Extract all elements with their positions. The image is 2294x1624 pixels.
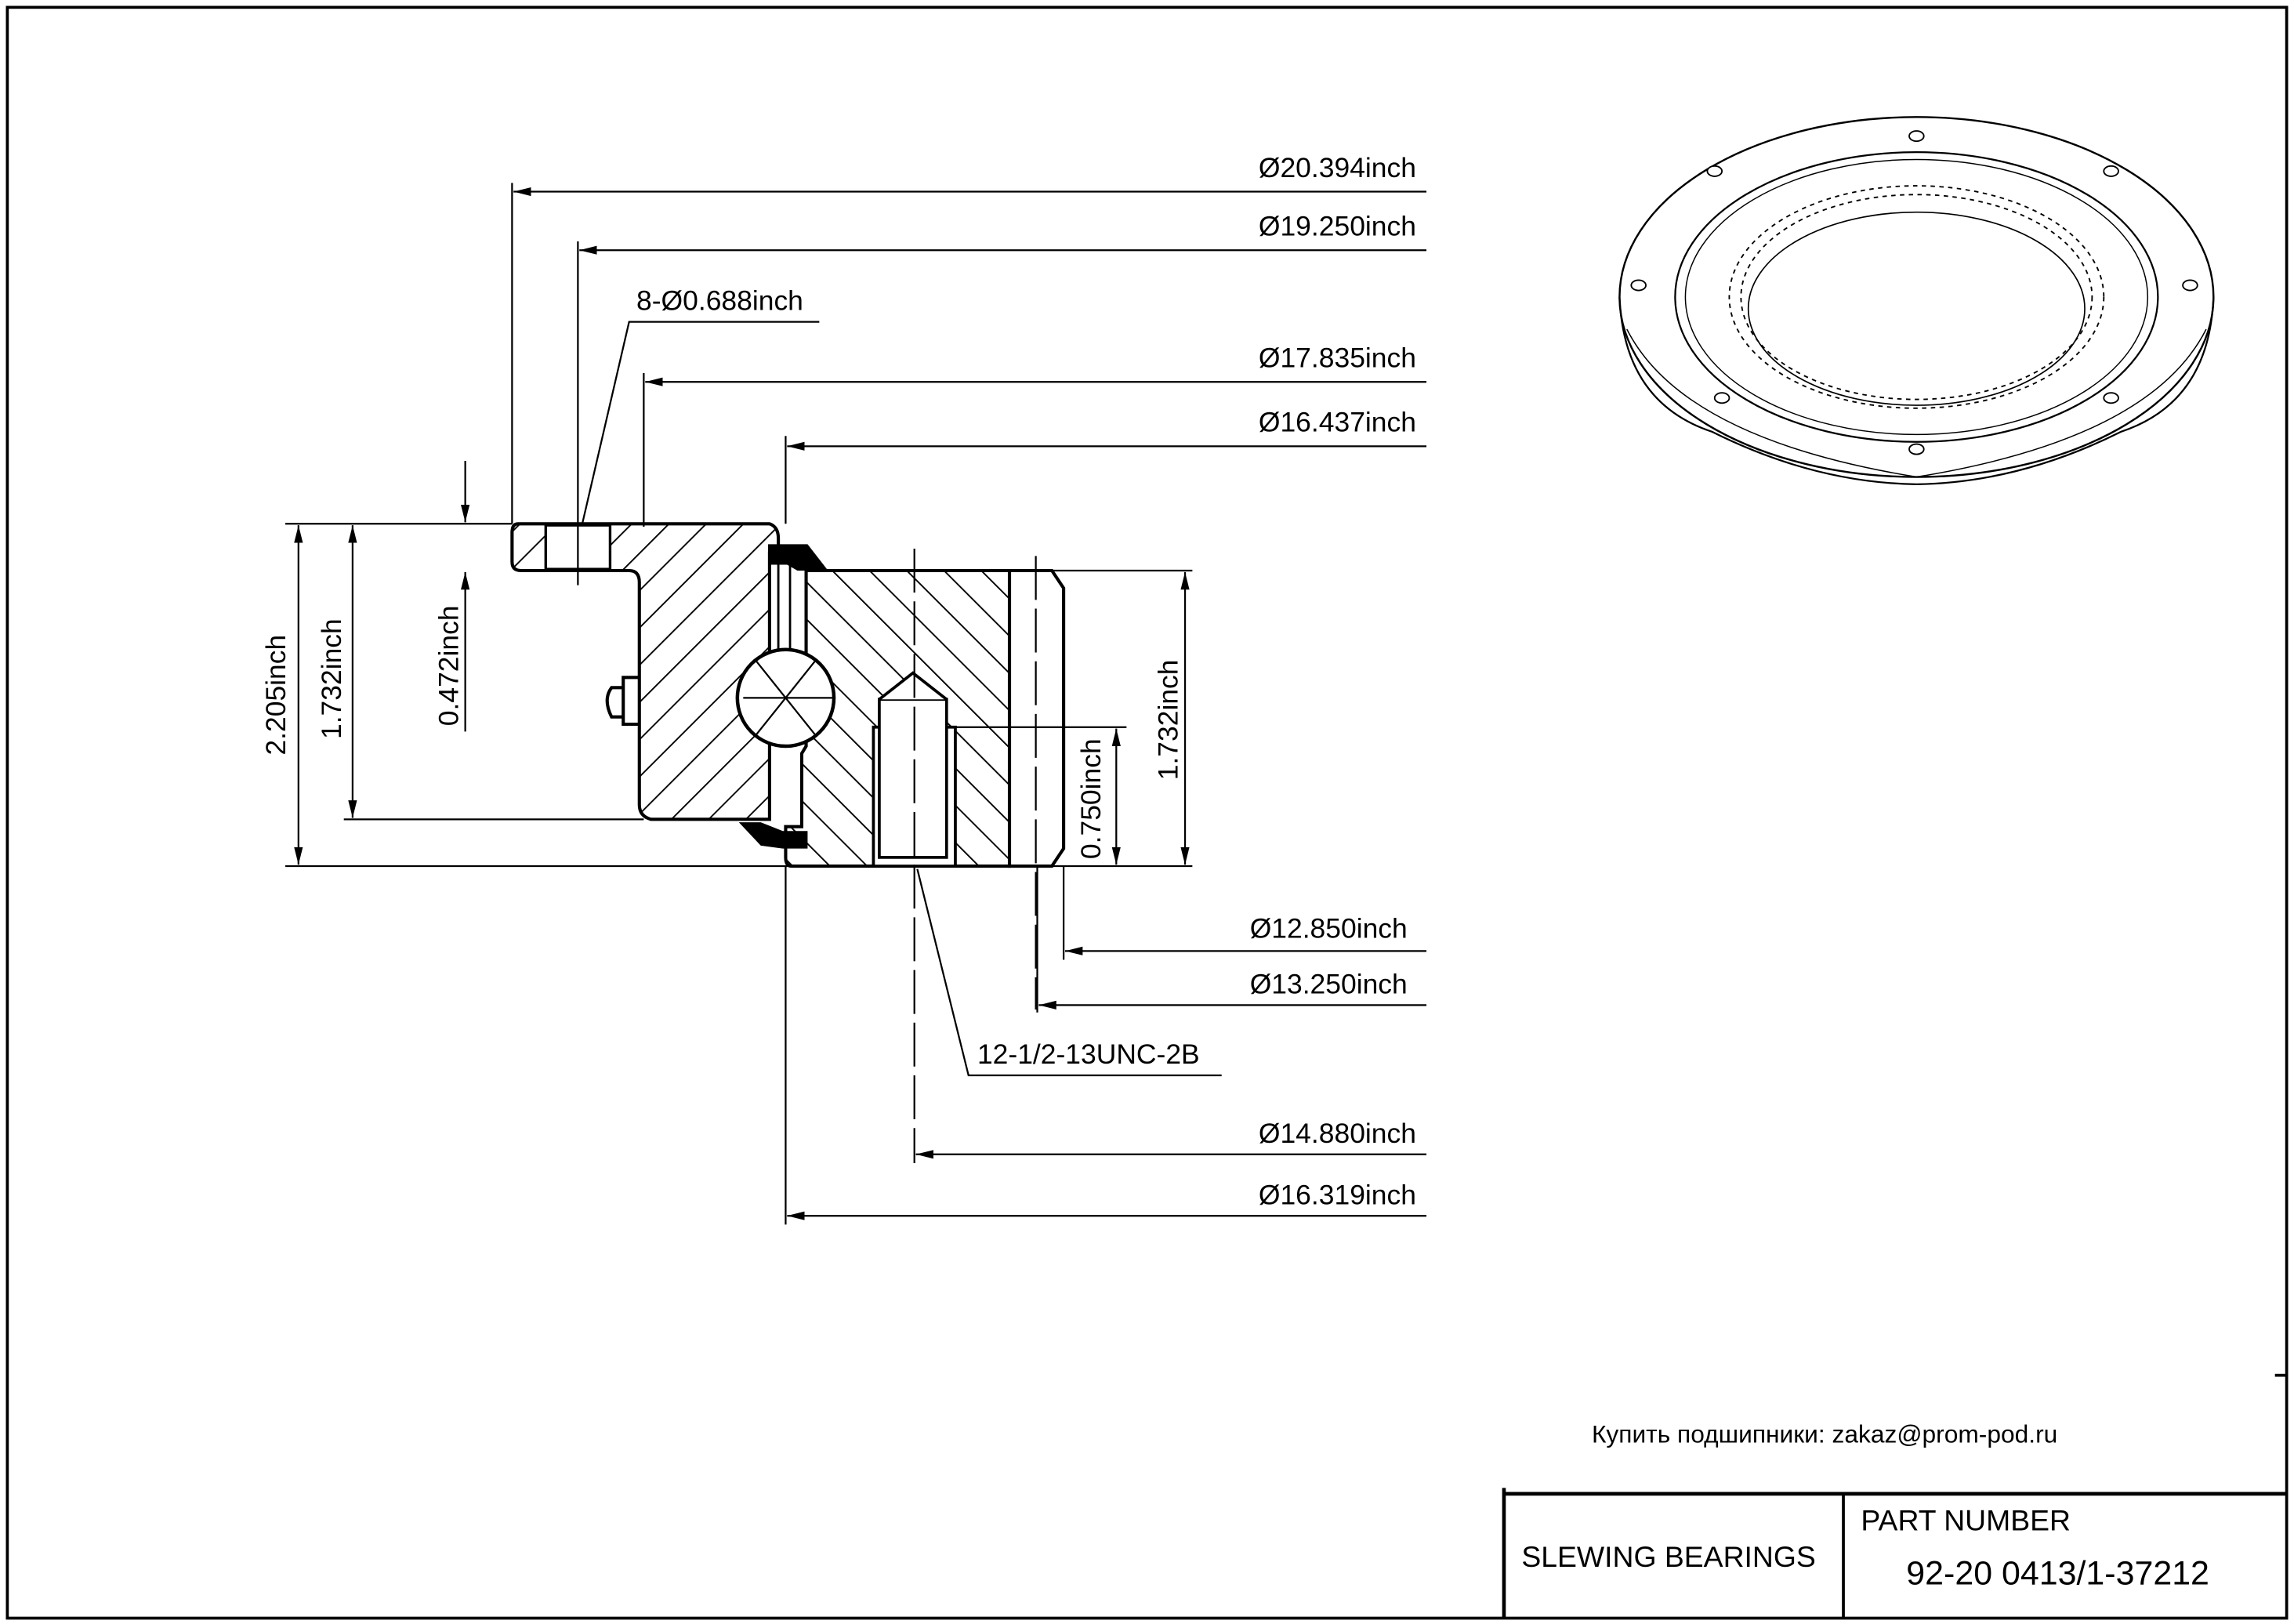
dim-d14-880: Ø14.880inch	[1259, 1118, 1416, 1149]
part-number: 92-20 0413/1-37212	[1906, 1555, 2209, 1593]
bottom-dimensions: Ø12.850inch Ø13.250inch 12-1/2-13UNC-2B …	[787, 868, 1427, 1220]
top-dimensions: Ø20.394inch Ø19.250inch 8-Ø0.688inch Ø17…	[511, 152, 1427, 585]
extension-lines	[285, 523, 1193, 1225]
product-type: SLEWING BEARINGS	[1521, 1540, 1815, 1573]
drawing-border	[5, 5, 2289, 1620]
dim-0-750: 0.750inch	[1075, 738, 1107, 859]
dim-d20-394: Ø20.394inch	[1259, 152, 1416, 183]
dim-0-472: 0.472inch	[433, 605, 464, 726]
dim-holes: 8-Ø0.688inch	[636, 285, 803, 317]
dim-2-205: 2.205inch	[260, 635, 292, 756]
dim-1-732-outer: 1.732inch	[316, 618, 347, 739]
dim-thread: 12-1/2-13UNC-2B	[977, 1039, 1200, 1070]
dim-d17-835: Ø17.835inch	[1259, 343, 1416, 374]
dim-d19-250: Ø19.250inch	[1259, 211, 1416, 242]
contact-text: Купить подшипники: zakaz@prom-pod.ru	[1592, 1420, 2057, 1448]
dim-d16-437: Ø16.437inch	[1259, 407, 1416, 438]
seal-bottom	[738, 822, 808, 849]
title-block: SLEWING BEARINGS PART NUMBER 92-20 0413/…	[1502, 1373, 2287, 1619]
bearing-cross-section	[510, 522, 1066, 1163]
part-number-label: PART NUMBER	[1861, 1504, 2071, 1537]
dim-d13-250: Ø13.250inch	[1250, 968, 1408, 999]
grease-nipple	[605, 676, 640, 727]
seal-top	[768, 544, 828, 571]
vertical-dimensions: 2.205inch 1.732inch 0.472inch 1.732inch …	[260, 461, 1190, 865]
bearing-isometric-view	[1618, 116, 2215, 485]
outer-ring-section	[510, 522, 781, 821]
dim-d12-850: Ø12.850inch	[1250, 913, 1408, 944]
dim-1-732-inner: 1.732inch	[1153, 660, 1184, 781]
dim-d16-319: Ø16.319inch	[1259, 1179, 1416, 1210]
